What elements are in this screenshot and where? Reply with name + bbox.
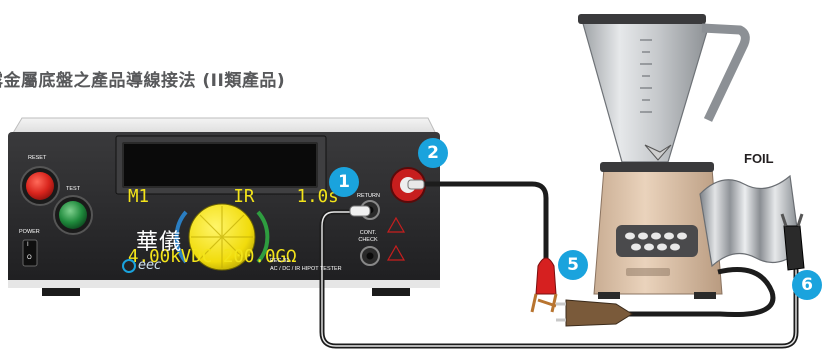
brand-logo: eec [122, 258, 161, 273]
model-description: AC / DC / IR HIPOT TESTER [270, 266, 342, 272]
blender [578, 14, 750, 299]
hv-cable [415, 181, 549, 271]
reset-label: RESET [28, 155, 47, 161]
reset-button[interactable] [26, 172, 54, 200]
power-switch[interactable] [22, 239, 38, 267]
logo-e-icon [122, 258, 136, 273]
power-label: POWER [19, 229, 40, 235]
model-label: EEC-31 [270, 258, 290, 264]
blender-power-cord [624, 267, 776, 318]
test-label: TEST [66, 186, 81, 192]
test-button[interactable] [59, 201, 87, 229]
logo-text: eec [138, 258, 162, 273]
step-badge-2: 2 [418, 138, 448, 168]
lcd-display: M1 IR 1.0s 4.00kVDC 200.0GΩ [122, 142, 339, 267]
red-alligator-clip [535, 257, 557, 295]
display-line-1: M1 IR 1.0s [128, 187, 339, 207]
blender-control-panel [616, 225, 698, 257]
power-plug [565, 299, 633, 327]
step-badge-1: 1 [329, 167, 359, 197]
brand-name: 華儀 [136, 230, 183, 255]
foil-label: FOIL [744, 151, 774, 166]
step-badge-6: 6 [792, 270, 822, 300]
cont-check-label: CONT. CHECK [358, 230, 378, 243]
step-badge-5: 5 [558, 250, 588, 280]
power-off-label: O [27, 255, 32, 261]
return-label: RETURN [357, 193, 380, 199]
page-title: 露金屬底盤之產品導線接法 (II類產品) [0, 71, 286, 91]
power-on-label: I [27, 242, 29, 248]
display-line-2: 4.00kVDC 200.0GΩ [128, 247, 297, 267]
black-alligator-clip [783, 225, 805, 271]
